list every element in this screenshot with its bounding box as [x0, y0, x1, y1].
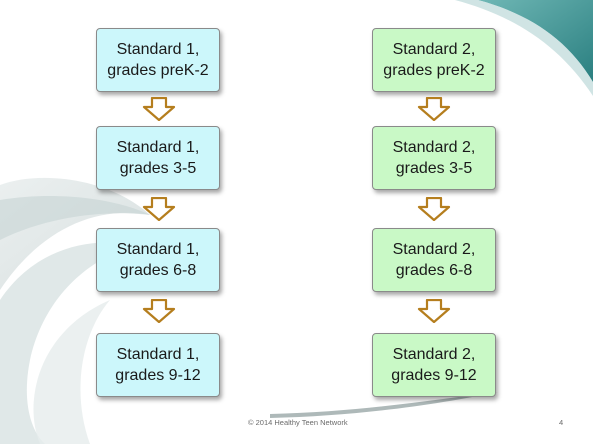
box-line-1: Standard 1, — [116, 346, 200, 363]
box-line-2: grades 6-8 — [119, 262, 197, 279]
box-line-2: grades preK-2 — [107, 62, 209, 79]
standard-2-grades-3-5-box: Standard 2, grades 3-5 — [372, 126, 496, 190]
standard-1-grades-6-8-box: Standard 1, grades 6-8 — [96, 228, 220, 292]
box-line-2: grades 9-12 — [391, 367, 477, 384]
standard-1-prek-2-box: Standard 1, grades preK-2 — [96, 28, 220, 92]
footer-copyright: © 2014 Healthy Teen Network — [248, 418, 348, 427]
box-line-1: Standard 2, — [392, 346, 476, 363]
box-line-2: grades 6-8 — [395, 262, 473, 279]
standard-1-grades-3-5-box: Standard 1, grades 3-5 — [96, 126, 220, 190]
box-line-1: Standard 1, — [116, 139, 200, 156]
down-arrow-icon — [417, 299, 451, 323]
down-arrow-icon — [142, 197, 176, 221]
box-line-2: grades 3-5 — [119, 160, 197, 177]
standard-2-grades-6-8-box: Standard 2, grades 6-8 — [372, 228, 496, 292]
box-line-1: Standard 2, — [392, 139, 476, 156]
box-line-2: grades 9-12 — [115, 367, 201, 384]
box-line-1: Standard 2, — [392, 41, 476, 58]
box-line-2: grades 3-5 — [395, 160, 473, 177]
standard-2-prek-2-box: Standard 2, grades preK-2 — [372, 28, 496, 92]
standard-1-grades-9-12-box: Standard 1, grades 9-12 — [96, 333, 220, 397]
down-arrow-icon — [142, 97, 176, 121]
box-line-1: Standard 2, — [392, 241, 476, 258]
box-line-2: grades preK-2 — [383, 62, 485, 79]
box-line-1: Standard 1, — [116, 241, 200, 258]
down-arrow-icon — [142, 299, 176, 323]
box-line-1: Standard 1, — [116, 41, 200, 58]
page-number: 4 — [559, 418, 564, 427]
down-arrow-icon — [417, 97, 451, 121]
down-arrow-icon — [417, 197, 451, 221]
standard-2-grades-9-12-box: Standard 2, grades 9-12 — [372, 333, 496, 397]
